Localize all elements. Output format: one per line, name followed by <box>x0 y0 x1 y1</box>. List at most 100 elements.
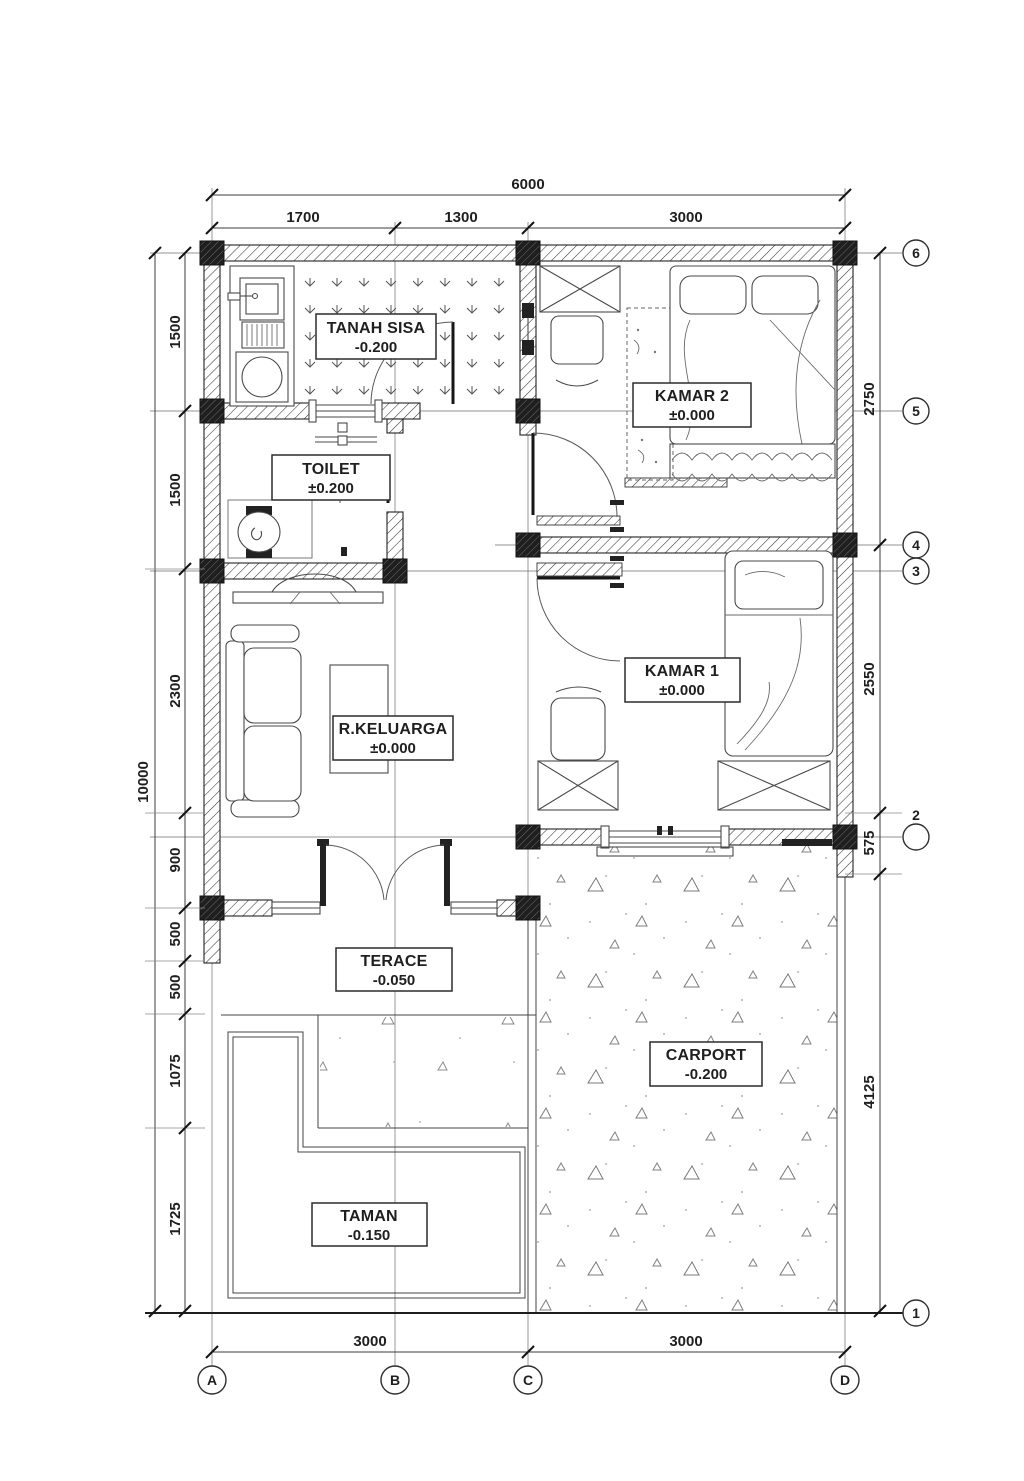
dim-right-seg-1: 2750 <box>861 382 878 415</box>
svg-text:-0.200: -0.200 <box>685 1066 728 1083</box>
niche-c-wall-icon <box>522 303 534 355</box>
svg-text:4: 4 <box>912 537 920 553</box>
svg-text:TERACE: TERACE <box>361 953 428 970</box>
chair-kamar2-icon <box>550 315 604 387</box>
svg-text:CARPORT: CARPORT <box>666 1047 747 1064</box>
door-kamar1-icon <box>536 576 621 662</box>
floor-patterns <box>227 263 837 1311</box>
kitchen-counter-icon <box>227 265 295 407</box>
svg-text:5: 5 <box>912 403 920 419</box>
dim-right-seg-4: 4125 <box>861 1075 878 1108</box>
svg-text:1: 1 <box>912 1305 920 1321</box>
grid-bubble-col-b: B <box>380 1365 410 1395</box>
svg-text:±0.200: ±0.200 <box>308 480 354 497</box>
svg-text:±0.000: ±0.000 <box>669 407 715 424</box>
sidelight-right-icon <box>450 901 498 915</box>
svg-text:TANAH SISA: TANAH SISA <box>327 320 426 337</box>
slab-edges <box>145 877 903 1314</box>
dim-left-seg-5: 500 <box>167 921 184 946</box>
room-label-taman: TAMAN -0.150 <box>311 1202 428 1247</box>
door-stop-marks <box>610 500 624 588</box>
dim-right-seg-3: 575 <box>861 830 878 855</box>
dim-left-seg-6: 500 <box>167 974 184 999</box>
wall-kamar2-south <box>536 515 621 526</box>
dim-top-total: 6000 <box>511 176 544 193</box>
svg-text:-0.200: -0.200 <box>355 339 398 356</box>
dimension-lines <box>145 188 902 1359</box>
svg-text:B: B <box>390 1372 400 1388</box>
grid-bubble-row-4: 4 <box>902 531 930 559</box>
toilet-icon <box>227 499 347 559</box>
french-door-icon <box>317 839 452 906</box>
toilet-shelf-icon <box>315 422 377 446</box>
tv-console-icon <box>232 573 384 605</box>
grid-bubble-row-2: 2 <box>902 807 930 851</box>
dim-bottom-seg-1: 3000 <box>353 1333 386 1350</box>
room-label-kamar-1: KAMAR 1 ±0.000 <box>624 657 741 703</box>
dim-right-seg-2: 2550 <box>861 662 878 695</box>
dim-left-seg-2: 1500 <box>167 473 184 506</box>
wall-east <box>836 244 854 878</box>
dim-bottom-seg-2: 3000 <box>669 1333 702 1350</box>
bed-foot-band <box>669 443 836 479</box>
garden-inner-border <box>232 1036 521 1294</box>
wash-basin-icon <box>235 351 289 403</box>
vent-icon <box>782 839 832 846</box>
grid-bubble-row-1: 1 <box>902 1299 930 1327</box>
window-row5-icon <box>308 399 383 423</box>
grid-bubble-row-3: 3 <box>902 557 930 585</box>
grid-bubbles: 6 5 4 3 2 1 A B C D <box>197 239 930 1395</box>
svg-text:KAMAR 2: KAMAR 2 <box>655 388 729 405</box>
svg-text:±0.000: ±0.000 <box>659 682 705 699</box>
room-label-r-keluarga: R.KELUARGA ±0.000 <box>332 715 454 761</box>
svg-text:R.KELUARGA: R.KELUARGA <box>339 721 448 738</box>
svg-text:2: 2 <box>912 807 920 823</box>
room-label-terace: TERACE -0.050 <box>335 947 453 992</box>
wall-b-stub <box>386 418 404 434</box>
cabinet-kamar1-icon <box>717 760 831 811</box>
grid-bubble-row-6: 6 <box>902 239 930 267</box>
svg-text:-0.150: -0.150 <box>348 1227 391 1244</box>
grid-bubble-col-a: A <box>197 1365 227 1395</box>
svg-text:TAMAN: TAMAN <box>340 1208 398 1225</box>
desk-kamar1-icon <box>537 760 619 811</box>
grid-bubble-col-d: D <box>830 1365 860 1395</box>
room-label-kamar-2: KAMAR 2 ±0.000 <box>632 382 752 428</box>
room-label-carport: CARPORT -0.200 <box>649 1041 763 1087</box>
stove-icon <box>241 321 285 349</box>
room-labels: TANAH SISA -0.200 TOILET ±0.200 KAMAR 2 … <box>271 313 763 1247</box>
dim-left-seg-3: 2300 <box>167 674 184 707</box>
room-label-tanah-sisa: TANAH SISA -0.200 <box>315 313 437 360</box>
svg-text:±0.000: ±0.000 <box>370 740 416 757</box>
single-bed-icon <box>724 550 834 757</box>
wall-shelf-kamar2 <box>624 477 728 488</box>
chair-kamar1-icon <box>550 686 606 761</box>
wardrobe-icon <box>539 265 621 313</box>
svg-text:C: C <box>523 1372 533 1388</box>
dim-left-seg-8: 1725 <box>167 1202 184 1235</box>
dim-left-seg-4: 900 <box>167 847 184 872</box>
dimension-texts: 6000 1700 1300 3000 10000 1500 1500 2300… <box>135 176 878 1350</box>
window-sill <box>596 846 734 857</box>
dim-left-seg-1: 1500 <box>167 315 184 348</box>
floor-drain-icon <box>341 547 347 556</box>
wall-front-left <box>220 899 273 917</box>
svg-text:3: 3 <box>912 563 920 579</box>
dim-top-seg-3: 3000 <box>669 209 702 226</box>
dim-top-seg-1: 1700 <box>286 209 319 226</box>
sofa-icon <box>225 624 302 818</box>
wall-west <box>203 244 221 964</box>
paving-floor-pattern <box>320 1017 526 1127</box>
windows <box>271 303 832 915</box>
svg-text:6: 6 <box>912 245 920 261</box>
window-kamar1-icon <box>596 825 734 857</box>
svg-text:KAMAR 1: KAMAR 1 <box>645 663 719 680</box>
garden-area <box>227 1031 526 1299</box>
kitchen-sink-icon <box>239 277 285 321</box>
wall-row3-east <box>536 562 623 577</box>
dim-left-seg-7: 1075 <box>167 1054 184 1087</box>
wall-row3-west <box>203 562 404 580</box>
